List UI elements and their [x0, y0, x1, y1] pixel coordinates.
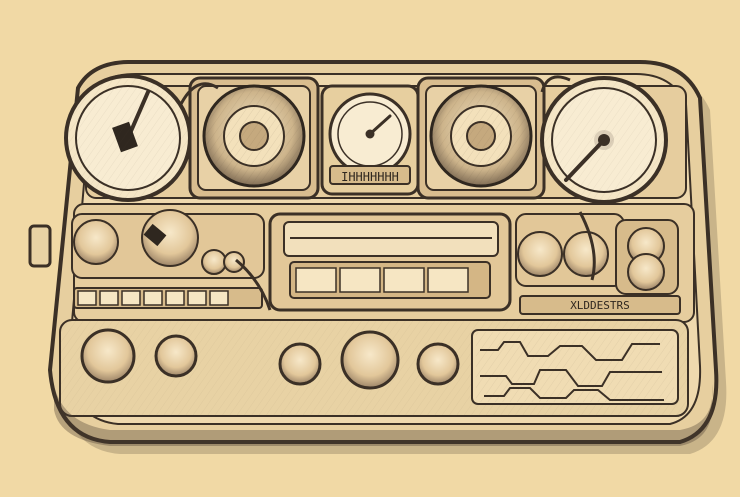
right-label-plate — [519, 295, 681, 315]
right-knob-cluster — [515, 213, 679, 295]
left-knob-cluster — [71, 209, 265, 279]
right-large-gauge — [540, 76, 668, 204]
left-side-tab — [28, 224, 52, 268]
cables — [178, 75, 596, 311]
right-speaker-box — [416, 76, 546, 200]
left-large-gauge — [64, 74, 192, 202]
right-panel-label: XLDDESTRS — [570, 299, 630, 312]
left-speaker-box — [188, 76, 320, 200]
center-radio-tuner — [268, 212, 512, 312]
right-schematic-area — [471, 329, 679, 405]
center-top-plate-label: IHHHHHHH — [341, 170, 399, 184]
base-shadow — [54, 384, 713, 446]
center-small-gauge — [320, 84, 420, 196]
left-button-strip — [73, 287, 263, 309]
lower-knob-row — [80, 328, 460, 390]
